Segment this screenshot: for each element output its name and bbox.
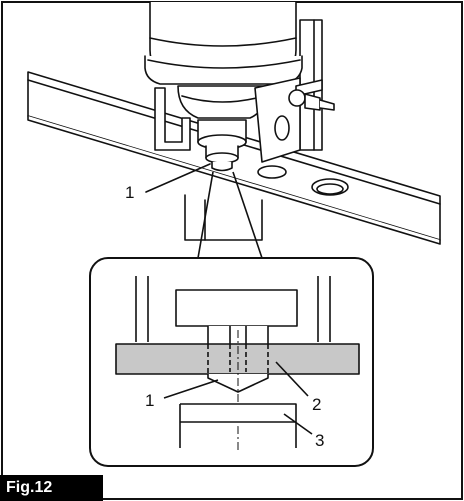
leader-line-3 <box>283 413 313 435</box>
detail-zoom-lines <box>197 171 263 259</box>
detail-chuck-block <box>175 289 298 327</box>
plate-hole <box>311 178 349 196</box>
callout-2: 2 <box>312 395 321 414</box>
leader-line-2 <box>275 361 309 397</box>
detail-view <box>89 257 374 467</box>
figure-label: Fig.12 <box>0 475 103 501</box>
clamp-bracket <box>154 87 191 151</box>
adjusting-screw <box>288 89 335 111</box>
detail-workpiece <box>179 403 297 448</box>
callout-1-detail: 1 <box>145 391 154 410</box>
leader-line-1-detail <box>163 379 219 399</box>
callout-1-upper: 1 <box>125 183 134 202</box>
tool-assembly-drawing <box>27 1 441 245</box>
leader-line-1-upper <box>145 163 211 193</box>
callout-3: 3 <box>315 431 324 450</box>
